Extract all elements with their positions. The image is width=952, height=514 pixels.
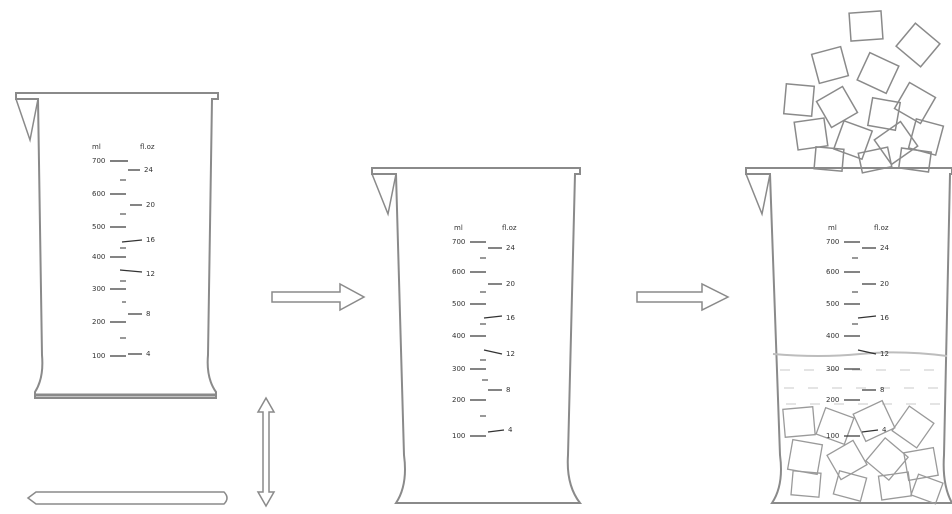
measurement-scale: ml fl.oz 700 24 600 20 500 16 400 12 300 — [92, 143, 155, 360]
liquid-surface — [772, 351, 948, 357]
horizontal-arrow-icon — [26, 491, 228, 505]
scale-label-left: 700 — [826, 238, 839, 246]
measurement-scale: ml fl.oz 700 24 600 20 500 16 400 12 300 — [826, 224, 889, 440]
scale-label-left: 500 — [826, 300, 839, 308]
ice-cube — [815, 406, 855, 446]
scale-label-right: 16 — [506, 314, 515, 322]
ice-cube — [848, 10, 884, 42]
right-arrow-icon — [636, 282, 730, 312]
scale-label-left: 200 — [92, 318, 105, 326]
ice-cube — [793, 117, 829, 151]
unit-label-right: fl.oz — [140, 143, 155, 151]
scale-label-left: 400 — [92, 253, 105, 261]
ice-cube — [815, 85, 859, 129]
ice-cube — [903, 446, 939, 482]
vertical-double-arrow-icon — [256, 396, 276, 508]
scale-label-left: 400 — [826, 332, 839, 340]
scale-label-right: 20 — [880, 280, 889, 288]
unit-label-left: ml — [92, 143, 101, 151]
scale-label-left: 200 — [452, 396, 465, 404]
scale-label-right: 12 — [146, 270, 155, 278]
ice-cubes-falling — [782, 10, 945, 174]
beaker-empty-short: ml fl.oz 700 24 600 20 500 16 400 12 300 — [371, 167, 583, 504]
scale-label-right: 4 — [508, 426, 513, 434]
scale-label-left: 100 — [452, 432, 465, 440]
ice-cube — [893, 81, 937, 125]
unit-label-right: fl.oz — [874, 224, 889, 232]
ice-cube — [866, 96, 902, 132]
unit-label-left: ml — [454, 224, 463, 232]
scale-label-left: 700 — [92, 157, 105, 165]
ice-cube — [813, 146, 845, 172]
beaker-spout — [15, 98, 39, 143]
right-arrow-icon — [271, 282, 366, 312]
ice-cube — [826, 439, 868, 481]
scale-label-left: 300 — [92, 285, 105, 293]
scale-label-left: 600 — [452, 268, 465, 276]
scale-label-left: 500 — [92, 223, 105, 231]
measurement-scale: ml fl.oz 700 24 600 20 500 16 400 12 300 — [452, 224, 517, 440]
scale-label-left: 600 — [826, 268, 839, 276]
ice-cube — [786, 438, 824, 476]
scale-label-right: 24 — [144, 166, 153, 174]
scale-label-right: 12 — [880, 350, 889, 358]
beaker-with-ice-cubes: ml fl.oz 700 24 600 20 500 16 400 12 300 — [745, 10, 952, 505]
scale-label-right: 4 — [882, 426, 887, 434]
beaker-outline — [745, 167, 952, 504]
ice-cube — [910, 473, 944, 505]
ice-cube — [832, 119, 874, 161]
scale-label-right: 12 — [506, 350, 515, 358]
scale-label-right: 20 — [506, 280, 515, 288]
scale-label-left: 300 — [452, 365, 465, 373]
ice-cubes-submerged — [782, 399, 944, 505]
scale-label-right: 20 — [146, 201, 155, 209]
unit-label-right: fl.oz — [502, 224, 517, 232]
beaker-outline — [15, 92, 219, 399]
ice-cube — [782, 406, 816, 438]
ice-cube — [790, 470, 822, 498]
scale-label-left: 300 — [826, 365, 839, 373]
ice-cube — [856, 51, 900, 95]
scale-label-right: 8 — [146, 310, 150, 318]
scale-label-right: 16 — [880, 314, 889, 322]
scale-label-right: 16 — [146, 236, 155, 244]
scale-label-left: 100 — [92, 352, 105, 360]
ice-cube — [852, 399, 896, 443]
ice-cube — [891, 405, 935, 449]
scale-label-right: 8 — [880, 386, 884, 394]
beaker-outline — [371, 167, 583, 504]
ice-cube — [782, 83, 816, 117]
beaker-spout — [745, 173, 771, 217]
scale-label-left: 100 — [826, 432, 839, 440]
ice-cube — [857, 146, 893, 174]
scale-label-left: 500 — [452, 300, 465, 308]
scale-label-right: 24 — [880, 244, 889, 252]
scale-label-left: 700 — [452, 238, 465, 246]
ice-cube — [897, 147, 933, 173]
liquid-ripples — [780, 369, 944, 405]
ice-cube — [864, 436, 910, 482]
scale-label-left: 600 — [92, 190, 105, 198]
ice-cube — [832, 469, 868, 503]
beaker-spout — [371, 173, 397, 217]
ice-cube — [873, 120, 919, 166]
scale-label-right: 4 — [146, 350, 151, 358]
unit-label-left: ml — [828, 224, 837, 232]
ice-cube — [810, 45, 850, 85]
ice-cube — [877, 471, 913, 501]
beaker-empty-tall: ml fl.oz 700 24 600 20 500 16 400 12 300 — [15, 92, 219, 399]
scale-label-left: 400 — [452, 332, 465, 340]
ice-cube — [895, 22, 941, 68]
scale-label-right: 8 — [506, 386, 510, 394]
scale-label-left: 200 — [826, 396, 839, 404]
scale-label-right: 24 — [506, 244, 515, 252]
